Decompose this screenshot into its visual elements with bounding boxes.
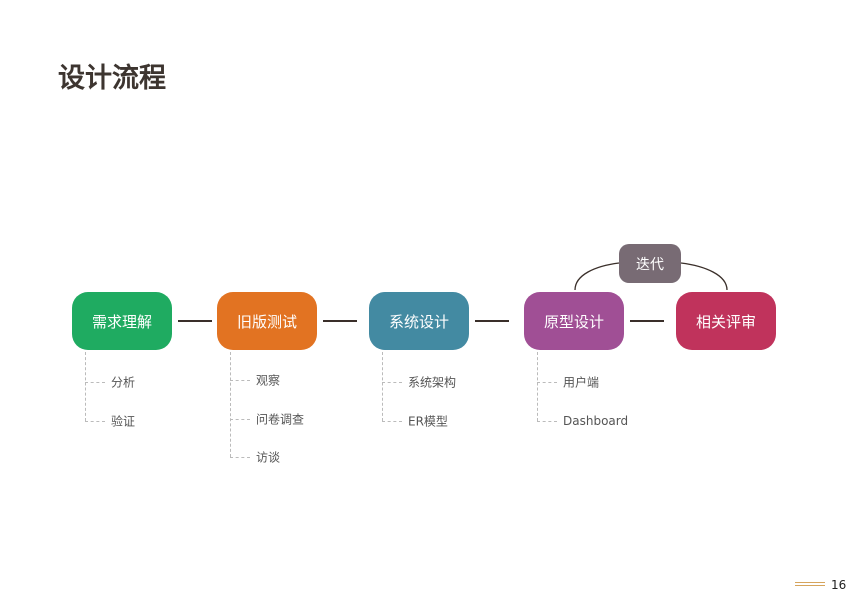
- branch-line: [85, 352, 86, 421]
- connector: [630, 320, 664, 322]
- branch-line: [382, 352, 383, 421]
- branch-tick: [230, 380, 250, 381]
- branch-tick: [537, 382, 557, 383]
- step-node: 系统设计: [369, 292, 469, 350]
- connector: [178, 320, 212, 322]
- sub-item: 问卷调查: [256, 412, 305, 427]
- step-node: 原型设计: [524, 292, 624, 350]
- step-node: 需求理解: [72, 292, 172, 350]
- sub-item: Dashboard: [563, 414, 629, 428]
- branch-tick: [382, 421, 402, 422]
- branch-line: [230, 352, 231, 457]
- branch-line: [537, 352, 538, 421]
- iteration-arc-left: [574, 262, 620, 291]
- sub-item: 分析: [111, 375, 136, 390]
- page-decor-line: [795, 585, 825, 586]
- branch-tick: [230, 457, 250, 458]
- step-node: 相关评审: [676, 292, 776, 350]
- sub-item: 系统架构: [408, 375, 457, 390]
- connector: [475, 320, 509, 322]
- iteration-node: 迭代: [619, 244, 681, 283]
- page-title: 设计流程: [58, 63, 166, 94]
- page-decor-line: [795, 582, 825, 583]
- branch-tick: [85, 421, 105, 422]
- branch-tick: [85, 382, 105, 383]
- step-node: 旧版测试: [217, 292, 317, 350]
- branch-tick: [230, 419, 250, 420]
- page-number: 16: [831, 578, 847, 592]
- connector: [323, 320, 357, 322]
- sub-item: 观察: [256, 373, 281, 388]
- sub-item: ER模型: [408, 414, 448, 429]
- sub-item: 用户端: [563, 375, 600, 390]
- branch-tick: [537, 421, 557, 422]
- sub-item: 验证: [111, 414, 136, 429]
- sub-item: 访谈: [256, 450, 281, 465]
- branch-tick: [382, 382, 402, 383]
- iteration-arc-right: [680, 262, 728, 291]
